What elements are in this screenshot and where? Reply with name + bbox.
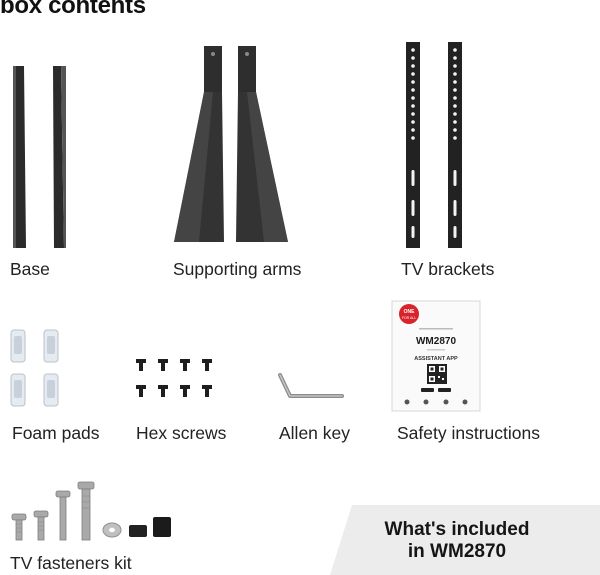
brand-logo-line1: ONE: [404, 309, 416, 315]
leaflet-app: ASSISTANT APP: [414, 356, 458, 362]
leaflet-model: WM2870: [416, 336, 456, 347]
page-title: box contents: [0, 0, 146, 19]
safety-instructions-leaflet: ONE FOR ALL WM2870 ASSISTANT APP: [391, 300, 481, 412]
allen-key-illustration: [278, 373, 344, 398]
supporting-arms-label: Supporting arms: [173, 259, 302, 279]
foam-pads-illustration: [10, 329, 59, 407]
whats-included-text: What's included in WM2870: [352, 519, 562, 563]
tv-brackets-label: TV brackets: [401, 259, 495, 279]
brand-logo-line2: FOR ALL: [402, 316, 416, 320]
tv-fasteners-kit-illustration: [11, 481, 171, 541]
allen-key-label: Allen key: [279, 423, 351, 443]
safety-instructions-label: Safety instructions: [397, 423, 540, 443]
hex-screws-illustration: [136, 359, 212, 397]
whats-included-line2: in WM2870: [407, 541, 507, 562]
whats-included-line1: What's included: [384, 519, 530, 540]
tv-brackets-illustration: [406, 42, 462, 248]
base-illustration: [13, 66, 66, 248]
hex-screws-label: Hex screws: [136, 423, 227, 443]
whats-included-panel: [330, 505, 600, 575]
supporting-arms-illustration: [174, 46, 288, 242]
foam-pads-label: Foam pads: [12, 423, 100, 443]
base-label: Base: [10, 259, 50, 279]
tv-fasteners-kit-label: TV fasteners kit: [10, 553, 132, 573]
